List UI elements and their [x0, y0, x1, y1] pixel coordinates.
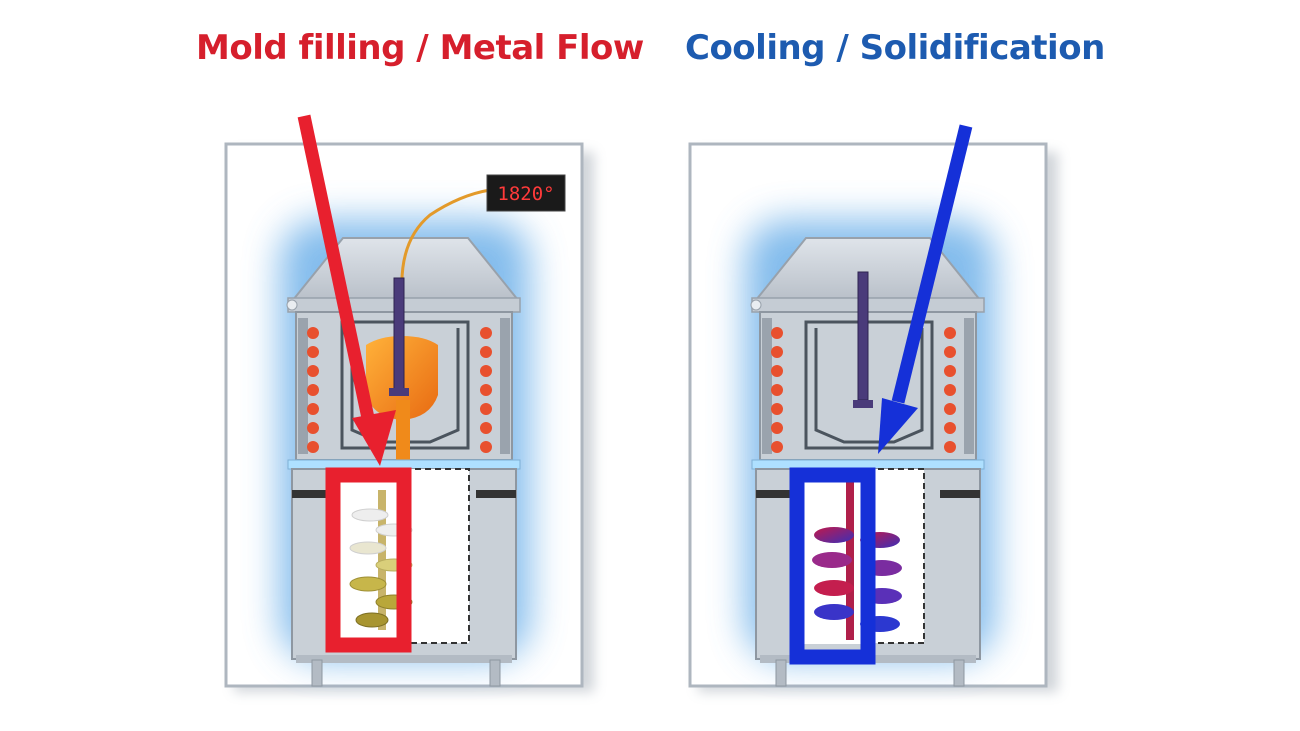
right-furnace-panel: [688, 124, 1058, 692]
left-furnace-panel: 1820°: [224, 114, 594, 692]
red-arrow-icon: [297, 114, 396, 466]
left-induction-coils: [307, 327, 492, 453]
thermocouple-wire: [400, 188, 491, 291]
right-mold: [867, 468, 925, 644]
temperature-readout: 1820°: [497, 183, 554, 205]
temperature-display: [486, 174, 566, 212]
blue-arrow-icon: [878, 124, 973, 454]
right-induction-coils: [771, 327, 956, 453]
title-mold-filling: Mold filling / Metal Flow: [196, 28, 644, 68]
title-cooling: Cooling / Solidification: [685, 28, 1105, 68]
left-mold: [404, 468, 470, 644]
right-highlight-box: [789, 467, 876, 665]
left-highlight-box: [325, 467, 412, 653]
